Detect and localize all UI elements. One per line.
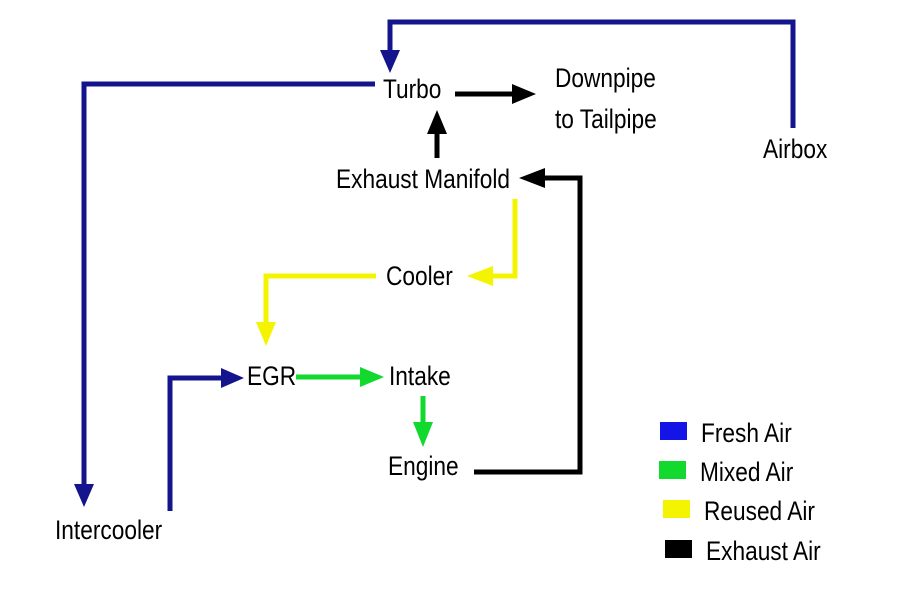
- legend-row-mixed-air: Mixed Air: [659, 457, 811, 487]
- edge-turbo-to-intercooler: [74, 81, 375, 507]
- edge-exhaust-manifold-to-cooler: [467, 199, 518, 286]
- legend-label-exhaust-air: Exhaust Air: [706, 536, 821, 566]
- arrowhead-right-icon: [512, 84, 536, 104]
- node-intercooler: Intercooler: [55, 515, 163, 545]
- edge-cooler-to-egr: [256, 273, 376, 346]
- arrowhead-down-icon: [256, 322, 276, 346]
- node-downpipe-line1: Downpipe: [555, 63, 656, 93]
- node-cooler: Cooler: [386, 261, 453, 291]
- arrowhead-down-icon: [413, 422, 433, 447]
- node-engine: Engine: [388, 451, 459, 481]
- reused-air-swatch-icon: [663, 500, 690, 518]
- edge-turbo-to-downpipe: [455, 84, 536, 104]
- arrowhead-right-icon: [360, 367, 384, 387]
- arrowhead-down-icon: [74, 484, 94, 507]
- node-exhaust-manifold: Exhaust Manifold: [336, 164, 510, 194]
- arrowhead-down-icon: [380, 50, 400, 73]
- node-airbox: Airbox: [763, 134, 828, 164]
- legend-row-exhaust-air: Exhaust Air: [665, 536, 843, 566]
- edge-engine-to-exhaust-manifold: [474, 168, 583, 475]
- edge-egr-to-intake: [296, 367, 384, 387]
- legend-label-fresh-air: Fresh Air: [701, 418, 792, 448]
- node-egr: EGR: [247, 361, 297, 391]
- arrowhead-right-icon: [221, 368, 244, 388]
- node-downpipe-to-tailpipe: Downpipe to Tailpipe: [555, 58, 657, 140]
- edge-intake-to-engine: [413, 396, 433, 447]
- mixed-air-swatch-icon: [659, 461, 686, 479]
- arrowhead-left-icon: [467, 266, 493, 286]
- fresh-air-swatch-icon: [660, 422, 687, 440]
- arrowhead-left-icon: [519, 168, 545, 188]
- node-intake: Intake: [389, 361, 451, 391]
- legend-label-mixed-air: Mixed Air: [700, 457, 794, 487]
- node-turbo: Turbo: [383, 74, 442, 104]
- exhaust-air-swatch-icon: [665, 540, 692, 558]
- edge-airbox-to-turbo: [380, 19, 796, 128]
- node-downpipe-line2: to Tailpipe: [555, 104, 657, 134]
- legend-label-reused-air: Reused Air: [704, 496, 815, 526]
- edge-intercooler-to-egr: [167, 368, 244, 511]
- legend-row-reused-air: Reused Air: [663, 496, 836, 526]
- edge-exhaust-manifold-to-turbo: [427, 110, 447, 158]
- arrowhead-up-icon: [427, 110, 447, 134]
- legend-row-fresh-air: Fresh Air: [660, 418, 809, 448]
